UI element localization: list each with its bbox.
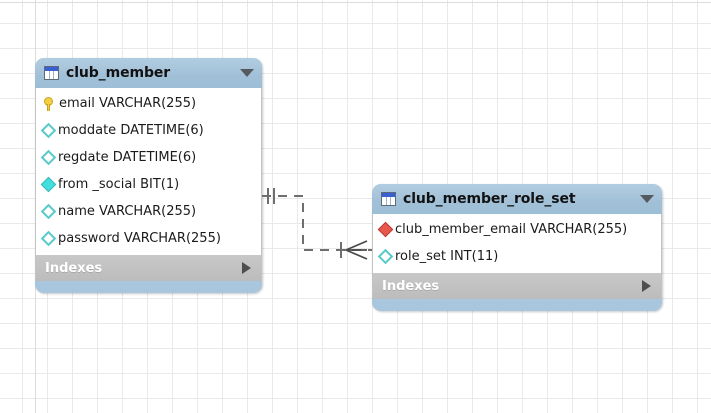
table-header-club-member-role-set[interactable]: club_member_role_set <box>372 184 662 214</box>
relationship-line <box>262 195 372 251</box>
table-footer <box>35 281 262 293</box>
table-node-club-member-role-set[interactable]: club_member_role_set club_member_email V… <box>372 184 662 311</box>
column-label: name VARCHAR(255) <box>58 204 197 219</box>
table-icon <box>44 66 59 80</box>
nullable-column-icon <box>40 149 57 166</box>
foreign-key-icon <box>377 221 394 238</box>
chevron-right-icon[interactable] <box>242 262 251 274</box>
column-label: regdate DATETIME(6) <box>58 150 197 165</box>
nullable-column-icon <box>40 230 57 247</box>
primary-key-icon <box>43 96 55 111</box>
table-row[interactable]: email VARCHAR(255) <box>36 90 261 117</box>
column-label: moddate DATETIME(6) <box>58 123 204 138</box>
table-footer <box>372 299 662 311</box>
table-row[interactable]: regdate DATETIME(6) <box>36 144 261 171</box>
table-row[interactable]: role_set INT(11) <box>373 243 661 270</box>
column-label: from _social BIT(1) <box>58 177 180 192</box>
column-label: password VARCHAR(255) <box>58 231 221 246</box>
table-row[interactable]: password VARCHAR(255) <box>36 225 261 252</box>
indexes-label: Indexes <box>45 260 103 276</box>
table-icon <box>381 192 396 206</box>
nullable-column-icon <box>377 248 394 265</box>
indexes-section-club-member[interactable]: Indexes <box>35 255 262 281</box>
chevron-down-icon[interactable] <box>240 69 254 77</box>
table-node-club-member[interactable]: club_member email VARCHAR(255) moddate D… <box>35 58 262 293</box>
crows-foot-icon <box>343 240 368 260</box>
table-row[interactable]: club_member_email VARCHAR(255) <box>373 216 661 243</box>
table-row[interactable]: name VARCHAR(255) <box>36 198 261 225</box>
table-columns-club-member: email VARCHAR(255) moddate DATETIME(6) r… <box>35 88 262 255</box>
not-null-column-icon <box>40 176 57 193</box>
table-columns-club-member-role-set: club_member_email VARCHAR(255) role_set … <box>372 214 662 273</box>
table-row[interactable]: moddate DATETIME(6) <box>36 117 261 144</box>
table-row[interactable]: from _social BIT(1) <box>36 171 261 198</box>
relationship-fk-club-member-to-role-set[interactable] <box>262 188 372 260</box>
table-title: club_member_role_set <box>403 191 576 207</box>
table-title: club_member <box>66 65 171 81</box>
table-header-club-member[interactable]: club_member <box>35 58 262 88</box>
column-label: role_set INT(11) <box>395 249 499 264</box>
nullable-column-icon <box>40 203 57 220</box>
column-label: email VARCHAR(255) <box>59 96 197 111</box>
chevron-right-icon[interactable] <box>642 280 651 292</box>
chevron-down-icon[interactable] <box>640 195 654 203</box>
nullable-column-icon <box>40 122 57 139</box>
column-label: club_member_email VARCHAR(255) <box>395 222 628 237</box>
grid-major-horizontal-line <box>0 2 711 3</box>
indexes-section-club-member-role-set[interactable]: Indexes <box>372 273 662 299</box>
indexes-label: Indexes <box>382 278 440 294</box>
